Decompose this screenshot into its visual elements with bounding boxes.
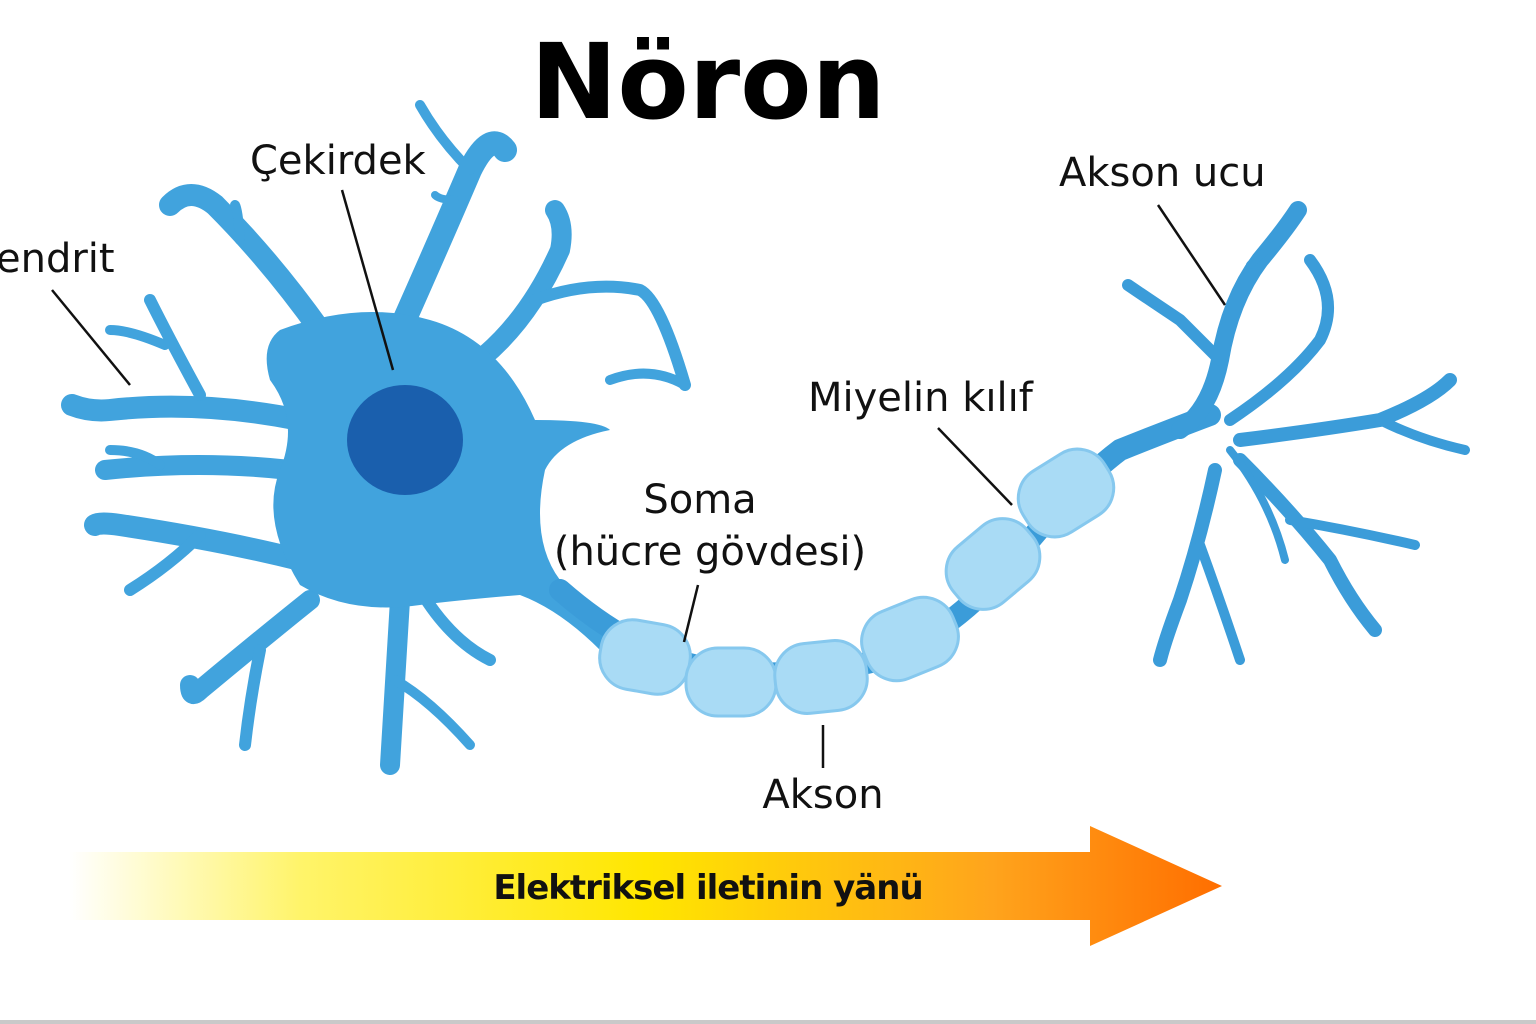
myelin-segment: [684, 646, 778, 718]
dendrite-label: endrit: [0, 236, 115, 282]
myelin-label: Miyelin kılıf: [808, 375, 1034, 421]
myelin-segment: [860, 595, 960, 683]
axon-terminal: [1122, 201, 1470, 667]
page-title: Nöron: [530, 21, 885, 143]
nucleus-shape: [347, 385, 463, 495]
axon-terminal-label: Akson ucu: [1059, 150, 1266, 196]
myelin-segment: [1016, 447, 1116, 539]
soma-leader: [682, 584, 700, 643]
bottom-divider: [0, 1020, 1536, 1024]
dendrite-leader: [51, 289, 131, 386]
myelin-sheath: [598, 447, 1116, 718]
axon-label: Akson: [762, 772, 883, 818]
soma-sublabel: (hücre gövdesi): [554, 529, 866, 575]
axon-terminal-leader: [1156, 204, 1227, 306]
arrow-label: Elektriksel iletinin yänü: [493, 868, 922, 908]
nucleus-label: Çekirdek: [250, 138, 427, 184]
cell-body: [61, 100, 691, 775]
myelin-segment: [944, 517, 1042, 611]
conduction-arrow: [70, 826, 1222, 946]
myelin-leader: [937, 427, 1013, 506]
nucleus-leader: [340, 189, 395, 371]
myelin-segment: [773, 639, 869, 715]
soma-label: Soma: [643, 477, 756, 523]
myelin-segment: [598, 618, 692, 696]
